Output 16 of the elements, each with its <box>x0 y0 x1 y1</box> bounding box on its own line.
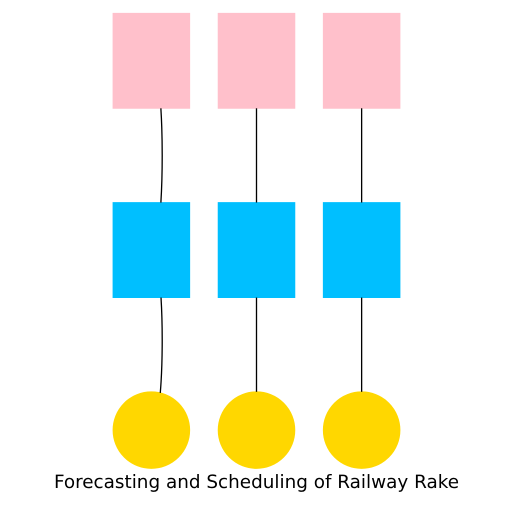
node-box <box>322 202 400 298</box>
node-box <box>112 12 190 109</box>
node-box <box>217 12 295 109</box>
node-circle <box>112 391 190 469</box>
connector <box>159 298 162 394</box>
node-box <box>112 202 190 298</box>
node-box <box>217 202 295 298</box>
connector <box>360 298 362 392</box>
node-box <box>322 12 400 109</box>
connector <box>255 108 257 203</box>
caption: Forecasting and Scheduling of Railway Rake <box>53 472 459 494</box>
node-circle <box>217 391 295 469</box>
connector <box>160 108 162 203</box>
connector <box>360 108 362 203</box>
node-circle <box>322 391 400 469</box>
connector <box>255 298 257 392</box>
